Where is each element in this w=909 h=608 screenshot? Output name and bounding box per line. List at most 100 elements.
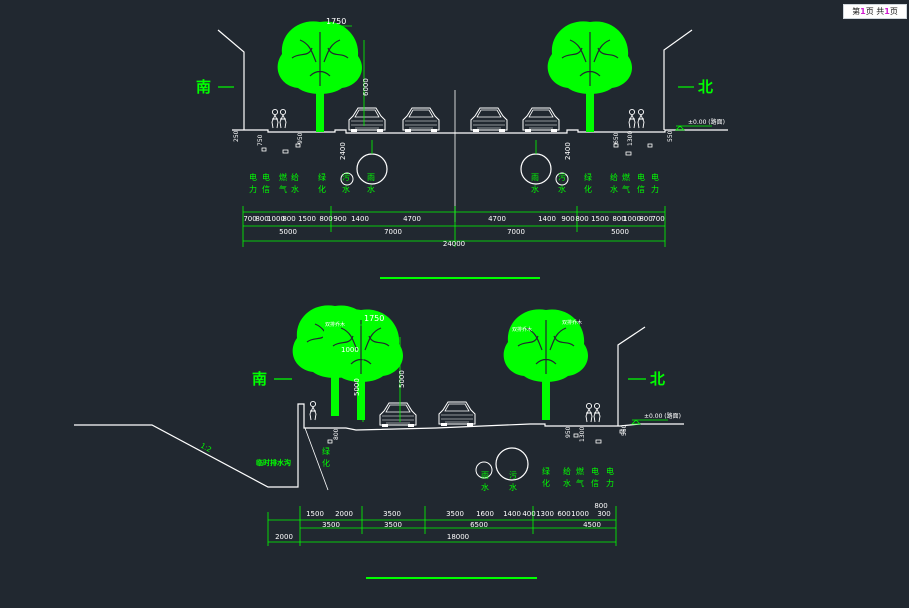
bottom-tag-right: 双排乔木 xyxy=(562,319,582,326)
utility-label-char: 化 xyxy=(318,184,326,194)
bottom-utility-markers xyxy=(327,429,625,444)
bottom-dir-south: 南 xyxy=(252,370,267,388)
bottom-tag-mid: 双排乔木 xyxy=(512,326,532,333)
utility-label-char: 信 xyxy=(591,478,599,488)
dimension-value: 1300 xyxy=(536,510,554,518)
utility-label-char: 雨 xyxy=(367,173,375,182)
dimension-value: 2000 xyxy=(335,510,353,518)
top-small-dims-left: 250 750 950 xyxy=(233,130,304,146)
top-section xyxy=(217,20,728,279)
dimension-value: 3500 xyxy=(383,510,401,518)
utility-label-char: 绿 xyxy=(584,173,592,182)
bottom-ditch-line xyxy=(304,427,329,491)
dimension-value: 4500 xyxy=(583,521,601,529)
top-small-dim: 650 xyxy=(613,132,620,144)
bottom-small-dim: 1300 xyxy=(579,427,586,442)
top-right-utility-markers xyxy=(613,143,653,156)
top-dir-north: 北 xyxy=(698,78,713,96)
dimension-value: 5000 xyxy=(279,228,297,236)
utility-label-char: 电 xyxy=(651,172,659,182)
bottom-slope-ground xyxy=(74,403,684,488)
dimension-value: 600 xyxy=(557,510,570,518)
dimension-value: 1500 xyxy=(298,215,316,223)
top-tree-width: 1750 xyxy=(326,17,346,26)
dimension-value: 1500 xyxy=(591,215,609,223)
dimension-value: 400 xyxy=(522,510,535,518)
utility-label-char: 绿 xyxy=(322,447,330,456)
top-right-sewer-pipe xyxy=(555,172,569,186)
dimension-value: 3500 xyxy=(384,521,402,529)
bottom-tree-height: 5000 xyxy=(398,370,406,388)
utility-label-char: 雨 xyxy=(531,173,539,182)
dimension-value: 4700 xyxy=(488,215,506,223)
top-small-dim: 1300 xyxy=(627,131,634,146)
utility-label-char: 水 xyxy=(509,482,517,492)
bottom-small-dims-right: 950 1300 550 xyxy=(565,424,628,442)
bottom-tree-crown: 1000 xyxy=(341,346,359,354)
dimension-total-left: 2000 xyxy=(275,533,293,541)
utility-label-char: 燃 xyxy=(279,172,287,182)
utility-label-char: 化 xyxy=(322,458,330,468)
dimension-value: 800 xyxy=(575,215,588,223)
dimension-value: 800 xyxy=(319,215,332,223)
bottom-small-dim: 800 xyxy=(333,428,340,440)
bottom-slope-label: 临时排水沟 xyxy=(256,458,291,467)
utility-label-char: 水 xyxy=(291,184,299,194)
bottom-tag-left: 双排乔木 xyxy=(325,321,345,328)
dimension-value: 800 xyxy=(594,502,607,510)
utility-label-char: 水 xyxy=(481,482,489,492)
top-left-street-light xyxy=(217,29,245,130)
dimension-value: 3500 xyxy=(322,521,340,529)
top-small-dim: 750 xyxy=(257,134,264,146)
utility-label-char: 绿 xyxy=(542,467,550,476)
dimension-value: 7000 xyxy=(507,228,525,236)
dimension-value: 1400 xyxy=(503,510,521,518)
dimension-value: 1400 xyxy=(538,215,556,223)
dimension-value: 1600 xyxy=(476,510,494,518)
bottom-elevation: ±0.00 (路面) xyxy=(644,412,681,420)
utility-label-char: 力 xyxy=(606,478,614,488)
utility-label-char: 水 xyxy=(367,184,375,194)
utility-label-char: 水 xyxy=(342,184,350,194)
sheet-number: 1 xyxy=(860,7,866,16)
top-elevation-marker xyxy=(675,125,712,131)
dimension-value: 300 xyxy=(597,510,610,518)
sheet-prefix: 第 xyxy=(852,7,861,16)
dimension-value: 4700 xyxy=(403,215,421,223)
top-depth-right: 2400 xyxy=(564,142,572,160)
top-right-street-light xyxy=(663,29,693,130)
bottom-dimension-lines xyxy=(267,506,617,546)
dimension-value: 1000 xyxy=(267,215,285,223)
dimension-value: 6500 xyxy=(470,521,488,529)
top-left-utility-markers xyxy=(261,143,301,154)
dimension-value: 1400 xyxy=(351,215,369,223)
bottom-tree-height-2: 5000 xyxy=(353,378,361,396)
utility-label-char: 气 xyxy=(576,478,584,488)
utility-label-char: 电 xyxy=(591,466,599,476)
bottom-storm-pipe xyxy=(495,447,529,481)
utility-label-char: 电 xyxy=(249,172,257,182)
dimension-value: 800 xyxy=(255,215,268,223)
utility-label-char: 水 xyxy=(610,184,618,194)
bottom-small-dim: 550 xyxy=(621,424,628,436)
utility-label-char: 给 xyxy=(563,466,571,476)
bottom-small-dims-left: 800 xyxy=(333,428,340,440)
top-small-dim: 950 xyxy=(297,132,304,144)
utility-label-char: 化 xyxy=(542,478,550,488)
sheet-suffix: 页 xyxy=(889,7,898,16)
dimension-value: 700 xyxy=(243,215,256,223)
sheet-badge: 第1页 共1页 xyxy=(843,4,907,19)
dimension-value: 1000 xyxy=(623,215,641,223)
dimension-value: 1000 xyxy=(571,510,589,518)
dimension-value: 800 xyxy=(639,215,652,223)
utility-label-char: 信 xyxy=(637,184,645,194)
bottom-tree-width: 1750 xyxy=(364,314,384,323)
top-dir-south: 南 xyxy=(196,78,211,96)
utility-label-char: 气 xyxy=(279,184,287,194)
sheet-total: 1 xyxy=(884,7,890,16)
dimension-value: 900 xyxy=(333,215,346,223)
utility-label-char: 燃 xyxy=(576,466,584,476)
utility-label-char: 化 xyxy=(584,184,592,194)
